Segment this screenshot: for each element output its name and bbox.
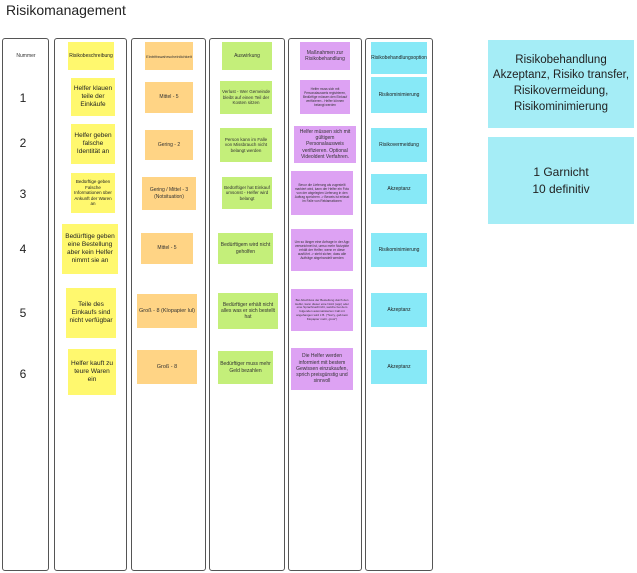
- legend-treatment-options[interactable]: Risikobehandlung Akzeptanz, Risiko trans…: [488, 40, 634, 128]
- risk-description-note[interactable]: Helfer kauft zu teure Waren ein: [68, 349, 116, 395]
- legend-probability-scale[interactable]: 1 Garnicht 10 definitiv: [488, 137, 634, 224]
- header-eintritt[interactable]: Eintrittswahrscheinlichkeit: [145, 42, 193, 70]
- header-option[interactable]: Risikobehandlungsoption: [371, 42, 427, 74]
- impact-note[interactable]: Bedürftiger erhält nicht alles was er si…: [218, 293, 278, 329]
- risk-description-note[interactable]: Bedürftige geben eine Bestellung aber ke…: [62, 224, 118, 274]
- treatment-option-note[interactable]: Risikominimierung: [371, 233, 427, 267]
- measure-note[interactable]: Bevor die Lieferung als zugestellt marki…: [291, 171, 353, 215]
- measure-note[interactable]: Helfer muss sich mit Personalausweis reg…: [300, 80, 350, 114]
- probability-note[interactable]: Groß - 8: [137, 350, 197, 384]
- risk-description-note[interactable]: Teile des Einkaufs sind nicht verfügbar: [66, 288, 116, 338]
- impact-note[interactable]: Person kann im Falle von Missbrauch nich…: [220, 128, 272, 162]
- page-title: Risikomanagement: [6, 2, 126, 18]
- row-number: 4: [19, 242, 27, 256]
- header-auswirkung[interactable]: Auswirkung: [222, 42, 272, 70]
- probability-note[interactable]: Gering / Mittel - 3 (Notsituation): [142, 177, 196, 210]
- row-number: 2: [19, 136, 27, 150]
- row-number: 5: [19, 306, 27, 320]
- legend-scale-max: 10 definitiv: [532, 181, 590, 196]
- probability-note[interactable]: Groß - 8 (Klopapier lul): [137, 294, 197, 328]
- treatment-option-note[interactable]: Risikominimierung: [371, 77, 427, 113]
- row-number: 1: [19, 91, 27, 105]
- impact-note[interactable]: Bedürftigem wird nicht geholfen: [218, 233, 273, 264]
- risk-description-note[interactable]: Bedürftige geben Falsche Informationen ü…: [71, 173, 115, 213]
- impact-note[interactable]: Verlust - Wer Gemeinde bleibt auf einen …: [220, 81, 272, 114]
- impact-note[interactable]: Bedürftiger muss mehr Geld bezahlen: [218, 351, 273, 384]
- column-nummer: [2, 38, 49, 571]
- row-number: 6: [19, 367, 27, 381]
- row-number: 3: [19, 187, 27, 201]
- header-massnahmen[interactable]: Maßnahmen zur Risikobehandlung: [300, 42, 350, 70]
- measure-note[interactable]: Um so länger eine Anfrage in der App ver…: [291, 229, 353, 271]
- measure-note[interactable]: Die Helfer werden informiert mit bestem …: [291, 348, 353, 390]
- treatment-option-note[interactable]: Akzeptanz: [371, 293, 427, 327]
- treatment-option-note[interactable]: Akzeptanz: [371, 174, 427, 204]
- treatment-option-note[interactable]: Risikovermeidung: [371, 128, 427, 162]
- measure-note[interactable]: Helfer müssen sich mit gültigem Personal…: [294, 126, 356, 163]
- treatment-option-note[interactable]: Akzeptanz: [371, 350, 427, 384]
- risk-description-note[interactable]: Helfer geben falsche Identität an: [71, 124, 115, 164]
- header-nummer[interactable]: Nummer: [6, 43, 46, 69]
- probability-note[interactable]: Mittel - 5: [141, 233, 193, 264]
- probability-note[interactable]: Gering - 2: [145, 130, 193, 160]
- measure-note[interactable]: Bei Abschluss der Bestellung durch den H…: [291, 289, 353, 331]
- probability-note[interactable]: Mittel - 5: [145, 82, 193, 113]
- legend-scale-min: 1 Garnicht: [533, 165, 589, 180]
- impact-note[interactable]: Bedürftiger hat Einkauf umsonst - Helfer…: [222, 177, 272, 209]
- risk-description-note[interactable]: Helfer klauen teile der Einkäufe: [71, 78, 115, 116]
- header-beschreibung[interactable]: Risikobeschreibung: [68, 42, 114, 70]
